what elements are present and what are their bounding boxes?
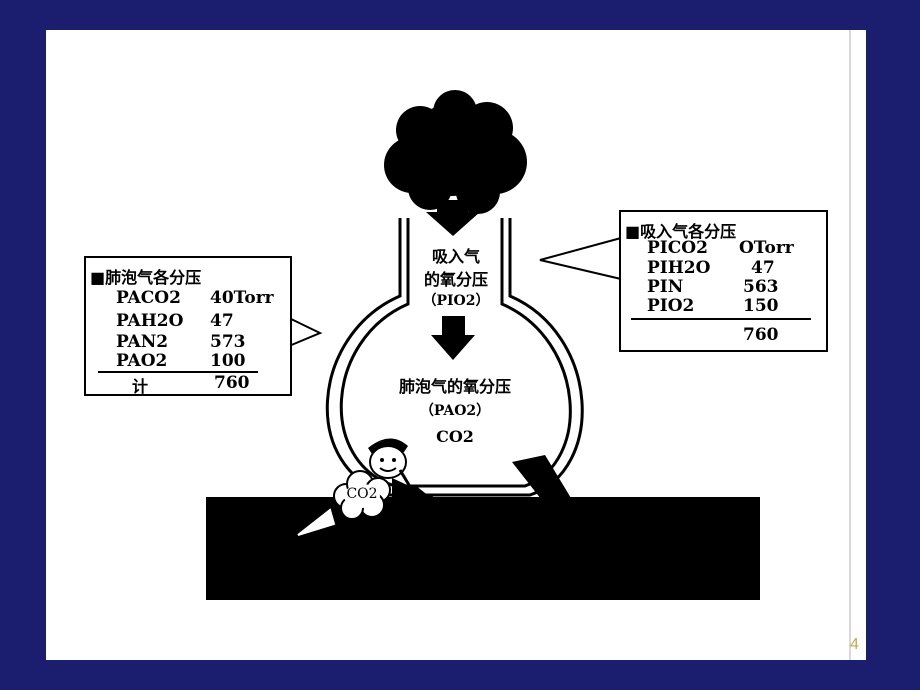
wedge-arrow-icon [512,455,577,508]
alveolar-box-title: ■肺泡气各分压 [90,268,202,287]
table-row-name: PICO2 [647,238,708,258]
table-row-value: OTorr [739,238,794,258]
inspired-pressure-box: ■吸入气各分压 PICO2 OTorr PIH2O 47 PIN 563 PIO… [619,210,828,352]
table-row-name: PAO2 [116,351,168,371]
dark-cloud-icon [384,90,527,214]
alveolar-pressure-box: ■肺泡气各分压 PACO2 40Torr PAH2O 47 PAN2 573 P… [84,256,292,396]
total-divider [98,371,258,373]
total-value: 760 [214,373,250,393]
table-row-name: PIN [647,277,684,297]
capillary-band [206,485,760,600]
table-row-name: PAN2 [116,332,169,352]
white-arrow-icon [297,508,336,536]
table-row-value: 40Torr [210,288,274,308]
person-figure-icon [368,438,440,510]
table-row-value: 47 [751,258,775,278]
table-row-value: 100 [210,351,246,371]
total-label: 计 [132,377,149,396]
left-callout-pointer [288,317,323,347]
total-divider [631,318,811,320]
table-row-name: PIH2O [647,258,711,278]
slide-edge [849,30,851,660]
table-row-name: PACO2 [116,288,181,308]
cloud-co2-label: CO2 [346,486,378,502]
inspired-symbol: （PIO2） [422,293,490,309]
co2-label: CO2 [436,427,474,446]
down-arrow-icon [431,316,475,360]
page-number: 4 [850,636,859,653]
table-row-value: 150 [743,296,779,316]
inspired-label-line1: 吸入气 [431,247,480,266]
alveolar-symbol: （PAO2） [419,403,491,419]
table-row-value: 47 [210,311,234,331]
alveolar-label: 肺泡气的氧分压 [398,377,511,396]
co2-cloud-icon [333,470,391,520]
inspired-label-line2: 的氧分压 [423,270,488,289]
inflow-arrow-icon [426,200,480,236]
right-callout-pointer [539,237,622,280]
total-value: 760 [743,325,779,345]
table-row-value: 563 [743,277,779,297]
table-row-name: PIO2 [647,296,695,316]
table-row-value: 573 [210,332,246,352]
table-row-name: PAH2O [116,311,184,331]
inspired-box-title: ■吸入气各分压 [625,222,737,241]
